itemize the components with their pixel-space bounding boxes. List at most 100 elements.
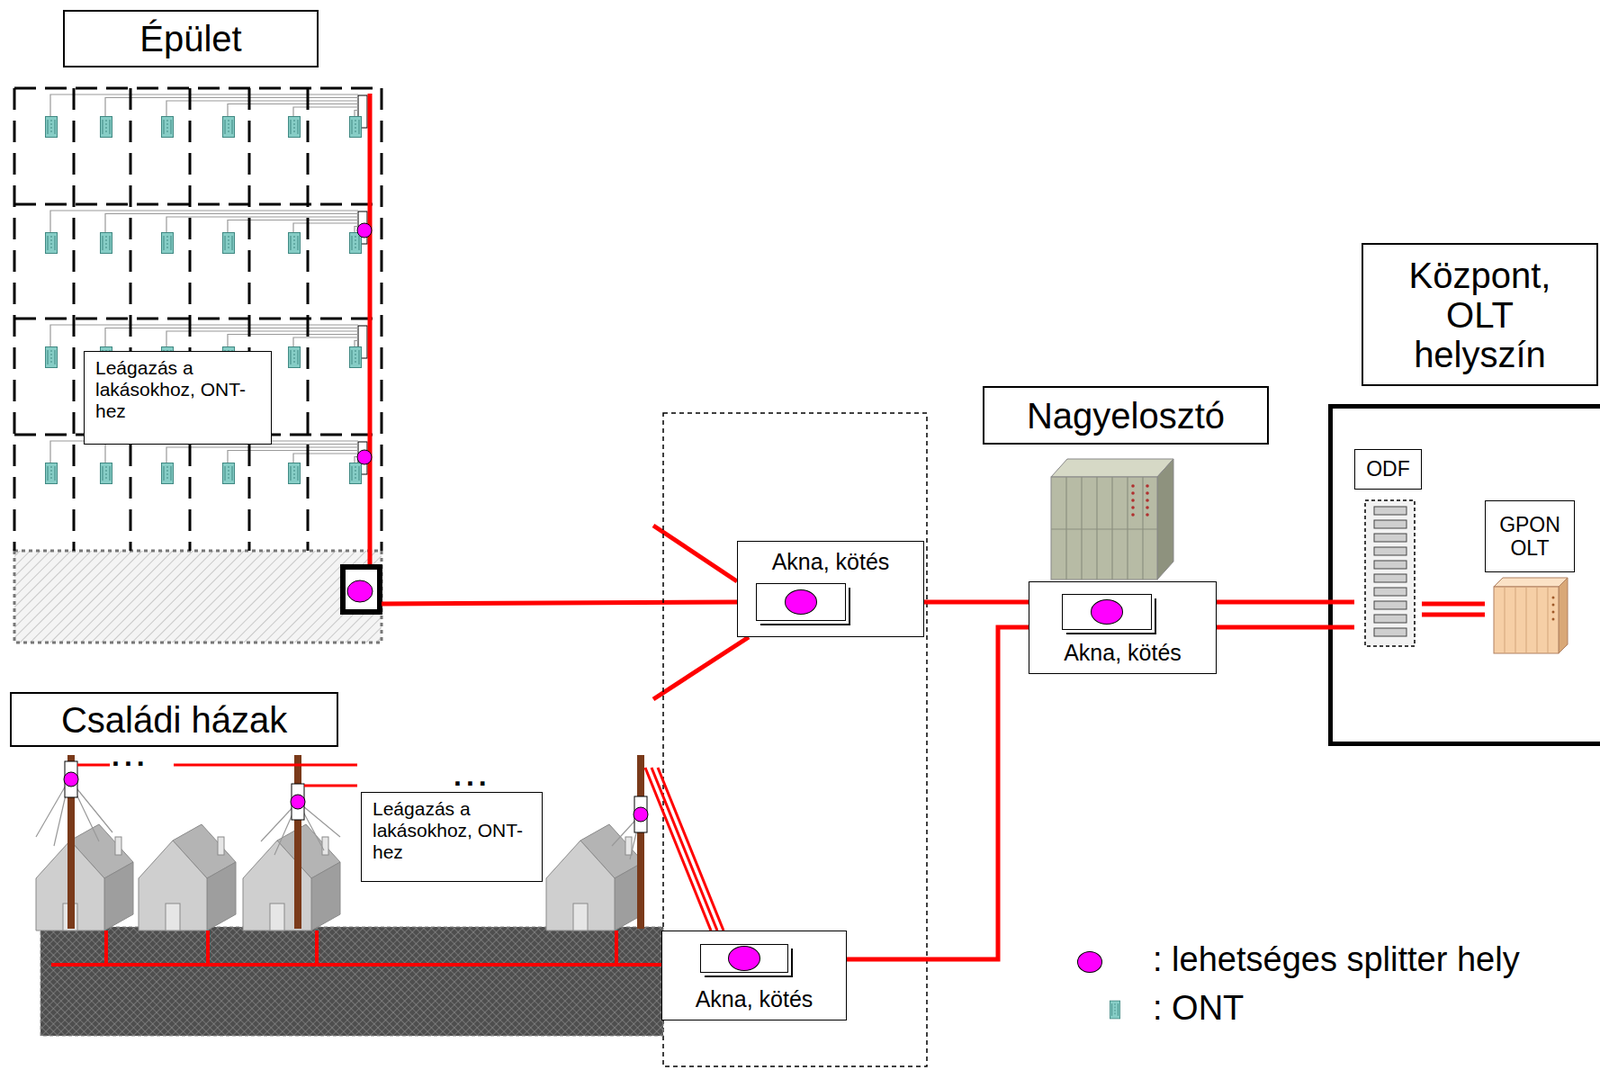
fiber-connector	[1421, 602, 1485, 607]
node-label: ODF	[1354, 449, 1422, 490]
branch-wire	[227, 450, 359, 464]
wall-line	[129, 88, 133, 551]
splice-closure	[755, 583, 846, 621]
odf-panel	[1365, 500, 1415, 647]
branch-wire	[293, 107, 359, 117]
house	[242, 824, 341, 931]
pole-splitter	[63, 761, 648, 833]
wall-line	[72, 88, 76, 551]
branch-wire	[293, 453, 359, 463]
fiber-connector	[1216, 625, 1355, 630]
legend-ont-icon	[1109, 1000, 1120, 1019]
riser-fiber	[368, 93, 373, 569]
ont-icon	[100, 116, 113, 138]
ont-icon	[350, 463, 362, 485]
wall-line	[306, 88, 310, 551]
node-box: Akna, kötés	[661, 930, 847, 1021]
odf-slot	[1374, 574, 1407, 583]
ont-icon	[288, 463, 301, 485]
ont-icon	[350, 116, 362, 138]
node-box: Családi házak	[9, 692, 339, 747]
branch-wire	[166, 100, 359, 117]
branch-wire	[105, 444, 359, 464]
node-box: GPON OLT	[1484, 500, 1575, 654]
ont-icon	[45, 233, 58, 254]
building-base	[14, 550, 382, 643]
ont-icon	[288, 233, 301, 254]
branch-fiber	[653, 637, 749, 700]
odf-slot	[1374, 560, 1407, 569]
branch-wire	[227, 220, 359, 234]
ont-icon	[350, 347, 362, 369]
node-label: GPON OLT	[1484, 500, 1575, 573]
ont-icon	[45, 116, 58, 138]
branch-wire	[227, 334, 359, 348]
fiber-connector	[924, 600, 1029, 605]
branch-wire	[105, 98, 359, 117]
node-box: Nagyelosztó	[982, 386, 1269, 445]
branch-wire	[227, 104, 359, 117]
branch-wire	[50, 94, 359, 117]
central-office-frame	[1330, 406, 1600, 745]
odf-slot	[1374, 601, 1407, 610]
splice-closure	[1061, 593, 1152, 630]
odf-slot	[1374, 628, 1407, 637]
wall-line	[188, 88, 192, 551]
splitter-dot	[347, 580, 373, 603]
ont-icon	[100, 463, 113, 485]
ont-icon	[161, 233, 174, 254]
node-box: Leágazás a lakásokhoz, ONT-hez	[83, 350, 272, 445]
node-label: Családi házak	[61, 700, 288, 740]
drop-wires	[35, 779, 641, 860]
odf-slots	[1374, 506, 1407, 637]
branch-wire	[166, 216, 359, 233]
house	[138, 824, 236, 931]
splitter-dot	[784, 589, 818, 615]
fiber-connector	[1421, 612, 1485, 618]
node-label: Akna, kötés	[1029, 639, 1216, 666]
node-label: Leágazás a lakásokhoz, ONT-hez	[372, 798, 531, 863]
node-label: Akna, kötés	[737, 548, 924, 576]
branch-wire	[105, 214, 359, 234]
branch-wire	[354, 341, 359, 348]
splice-closure	[700, 943, 789, 973]
ont-icon	[223, 463, 235, 485]
node-label: Központ, OLT helyszín	[1390, 255, 1570, 375]
node-box: Akna, kötés	[737, 540, 925, 638]
branch-wire	[166, 331, 359, 347]
ont-icon	[161, 116, 174, 138]
fiber-connector	[1216, 600, 1355, 605]
wall-line	[13, 88, 17, 551]
splitter-dot	[357, 449, 372, 465]
underground-fiber	[51, 930, 662, 965]
branch-wire	[50, 324, 359, 347]
odf-slot	[1374, 587, 1407, 596]
node-label: Épület	[139, 18, 242, 59]
floor-line	[14, 317, 382, 321]
ellipsis-label: ...	[111, 739, 150, 774]
odf-slot	[1374, 614, 1407, 623]
distribution-cabinet	[1051, 458, 1174, 580]
splitter-dot	[728, 945, 761, 971]
fiber-connector	[846, 627, 1029, 960]
odf-slot	[1374, 547, 1407, 556]
node-label: Leágazás a lakásokhoz, ONT-hez	[95, 357, 261, 423]
house	[35, 824, 134, 931]
node-label: Nagyelosztó	[1026, 395, 1225, 436]
branch-wire	[105, 328, 359, 348]
branch-wire	[293, 337, 359, 347]
olt-device	[1493, 577, 1568, 654]
splitter-dot	[357, 223, 372, 238]
branch-wire	[166, 447, 359, 463]
floor-line	[14, 203, 382, 207]
ont-icon	[45, 463, 58, 485]
ont-icon	[288, 116, 301, 138]
splitter-dot	[1090, 599, 1124, 625]
ont-icon	[288, 347, 301, 369]
ground-band	[40, 926, 664, 1036]
ont-icon	[100, 233, 113, 254]
node-box: Akna, kötés	[1028, 581, 1217, 675]
